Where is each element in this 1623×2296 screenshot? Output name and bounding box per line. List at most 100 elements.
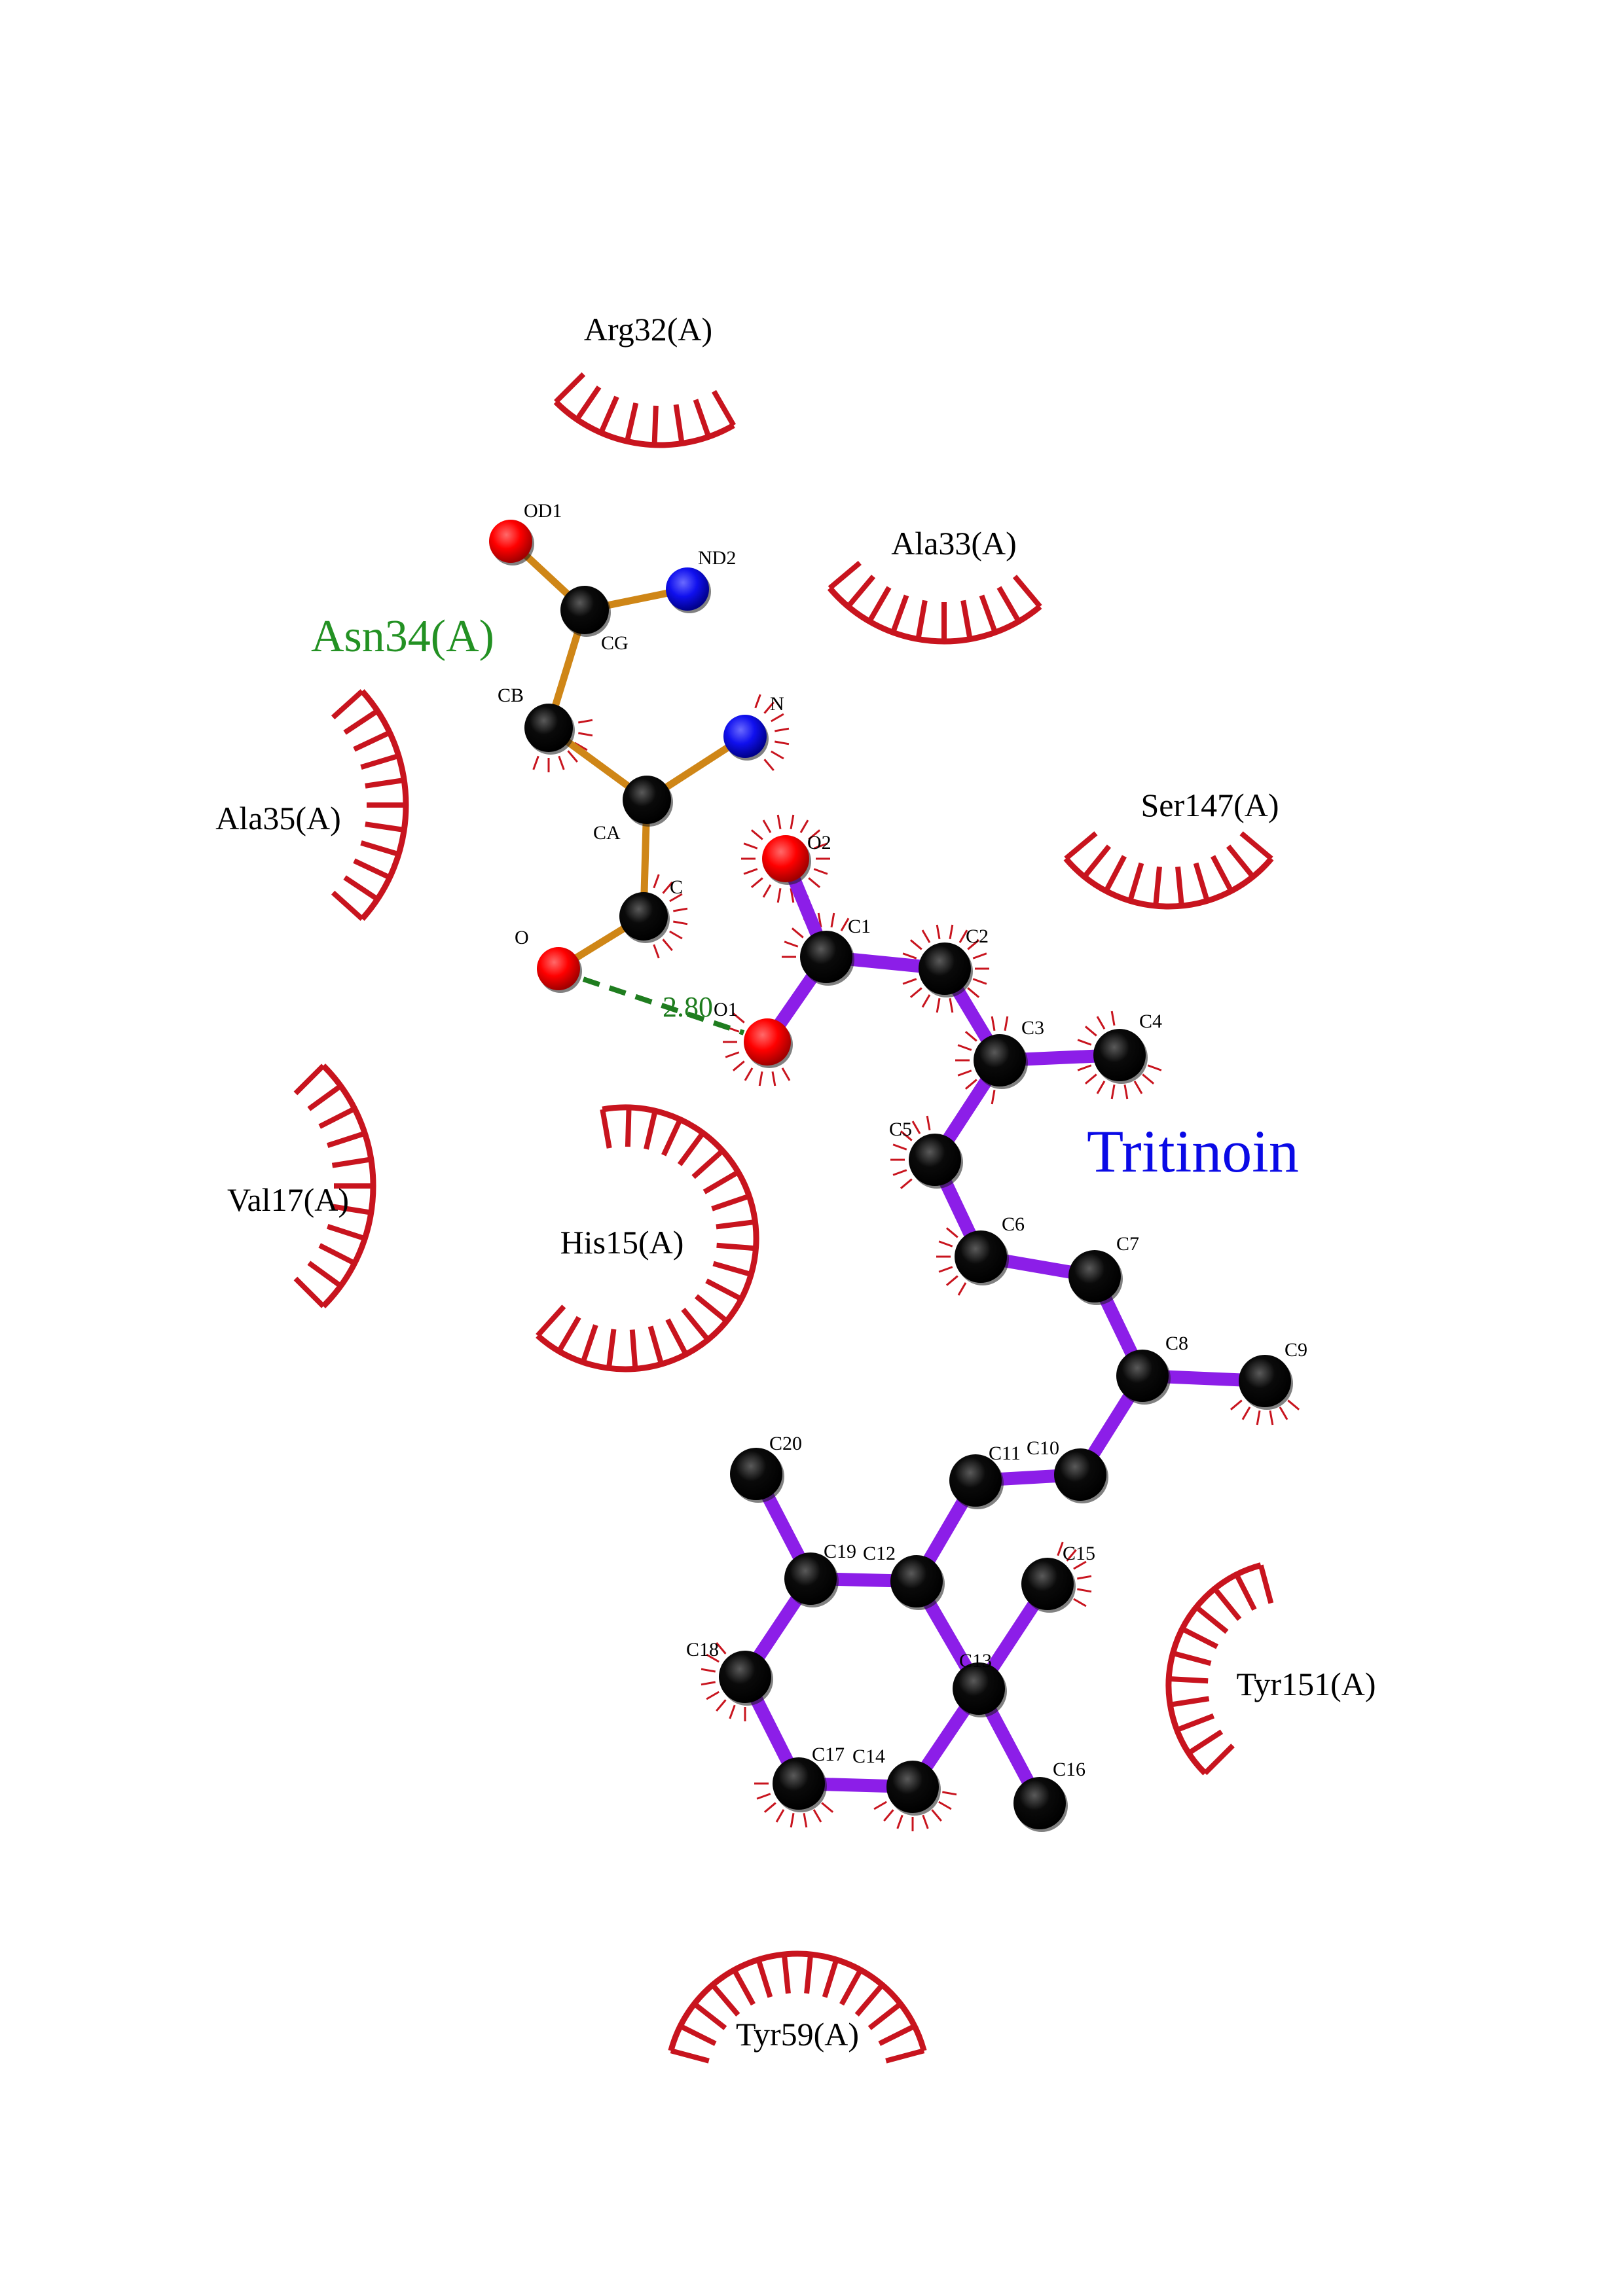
atom-label-C1: C1 (848, 916, 871, 937)
contact-spike (771, 713, 784, 723)
contact-spike (921, 929, 931, 943)
hydrophobic-spike (536, 1304, 566, 1338)
contact-spike (1230, 1399, 1243, 1410)
hydrophobic-spike (1169, 1696, 1210, 1708)
contact-spike (938, 1240, 953, 1247)
hydrophobic-spike (661, 1118, 683, 1157)
contact-spike (945, 1275, 958, 1286)
hydrophobic-contact-Ala33(A) (827, 560, 1042, 645)
atom-C16 (1013, 1777, 1066, 1829)
hydrophobic-spike (705, 1278, 743, 1302)
contact-spikes-C9 (1230, 1399, 1300, 1426)
hydrophobic-spike (878, 2024, 916, 2047)
contact-spike (808, 877, 821, 888)
contact-spike (964, 1031, 977, 1042)
hydrophobic-spike (318, 1243, 356, 1266)
atom-O2 (762, 835, 809, 882)
hydrophobic-contact-Arg32(A) (553, 372, 736, 448)
contact-spike (808, 829, 821, 840)
atom-label-C3: C3 (1021, 1017, 1044, 1039)
contact-spike (922, 1814, 929, 1829)
contact-spike (701, 1668, 716, 1673)
hydrophobic-spike (1169, 1676, 1209, 1684)
hydrophobic-spike (625, 1107, 632, 1147)
hydrophobic-spike (556, 1316, 581, 1353)
contact-spike (900, 1178, 913, 1189)
atom-ND2 (666, 567, 709, 611)
contact-spike (669, 930, 683, 940)
atom-C8 (1116, 1350, 1169, 1402)
hydrophobic-spike (804, 1954, 814, 1994)
contact-spike (972, 978, 987, 985)
contact-spike (1066, 1549, 1077, 1562)
atom-OD1 (489, 520, 532, 563)
contact-spike (873, 1801, 887, 1810)
hydrophobic-spike (353, 730, 391, 752)
hydrophobic-spike (1187, 1729, 1224, 1755)
hydrophobic-spike (353, 858, 391, 880)
contact-spike (1073, 1560, 1087, 1570)
hydrophobic-spike (915, 600, 928, 640)
contact-spike (662, 939, 673, 952)
contact-spike (949, 924, 954, 939)
contact-spike (936, 924, 941, 939)
hydrophobic-spike (710, 1983, 740, 2017)
hydrophobic-spike (996, 586, 1021, 623)
contact-spike (942, 1791, 957, 1796)
atom-C6 (955, 1230, 1007, 1283)
contact-spike (756, 1793, 771, 1800)
atom-label-C7: C7 (1116, 1233, 1139, 1255)
contact-spikes-C6 (936, 1217, 967, 1296)
atom-C18 (719, 1651, 771, 1703)
atom-C12 (890, 1555, 943, 1607)
hydrophobic-spike (1172, 1650, 1212, 1666)
atom-label-C4: C4 (1139, 1011, 1162, 1032)
contact-spike (653, 944, 660, 959)
hydrophobic-spike (343, 875, 379, 902)
hydrophobic-arcs (293, 372, 1274, 2064)
contact-spike (892, 1143, 907, 1151)
hydrophobic-spike (318, 1106, 356, 1129)
contact-spike (900, 1130, 913, 1141)
contact-spike (763, 759, 775, 772)
contact-spikes-C4 (1075, 1011, 1162, 1100)
atom-C10 (1054, 1448, 1106, 1501)
contact-spike (1077, 1575, 1092, 1580)
residue-label-His15(A): His15(A) (560, 1224, 684, 1261)
residue-label-Ala33(A): Ala33(A) (891, 525, 1017, 562)
atoms (489, 520, 1293, 1832)
contact-spike (921, 994, 931, 1008)
hydrophobic-spike (360, 753, 400, 770)
contact-spike (896, 1814, 903, 1829)
contact-spike (972, 952, 987, 960)
contact-spikes-C14 (873, 1791, 957, 1831)
atom-label-C2: C2 (966, 925, 989, 947)
atom-O (537, 947, 580, 990)
contact-spike (883, 1809, 894, 1822)
hydrophobic-spike (712, 389, 736, 427)
atom-label-C15: C15 (1063, 1543, 1095, 1564)
contact-spike (716, 1699, 727, 1712)
contact-spike (763, 1802, 776, 1813)
hydrogen-bonds (582, 977, 745, 1035)
contact-spike (744, 1067, 754, 1081)
contact-spike (830, 912, 835, 927)
hydrophobic-spike (1226, 844, 1255, 879)
atom-label-C17: C17 (812, 1744, 845, 1765)
atom-label-C10: C10 (1027, 1437, 1059, 1459)
atom-label-C19: C19 (824, 1541, 856, 1562)
atom-label-C14: C14 (852, 1746, 885, 1767)
contact-spike (1256, 1410, 1261, 1426)
hydrophobic-spike (554, 372, 586, 404)
hydrophobic-spike (1203, 1744, 1235, 1776)
contact-spike (732, 1060, 745, 1071)
contact-spikes-C5 (890, 1115, 931, 1189)
contact-spike (784, 941, 799, 948)
atom-C19 (784, 1552, 837, 1605)
contact-spike (775, 727, 790, 732)
hydrophobic-spike (1239, 831, 1273, 861)
contact-spikes-O2 (741, 814, 830, 903)
contact-spike (706, 1653, 720, 1663)
hydrophobic-spike (307, 1083, 342, 1111)
residue-label-Arg32(A): Arg32(A) (584, 311, 712, 348)
